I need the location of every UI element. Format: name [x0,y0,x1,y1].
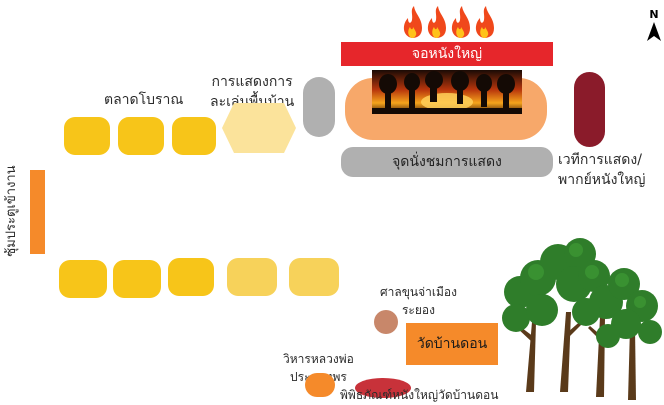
audience-seating: จุดนั่งชมการแสดง [341,147,553,177]
museum-label: พิพิธภัณฑ์หนังใหญ่วัดบ้านดอน [340,388,499,402]
shrine-label: ศาลขุนจ่าเมือง ระยอง [380,283,457,319]
fire-icon [403,6,422,38]
shadow-puppet-image [372,70,522,114]
shrine-line2: ระยอง [401,303,435,317]
market-booth [64,117,110,155]
entrance-label: ซุ้มประตูเข้างาน [4,165,19,257]
market-booth [172,117,216,155]
stage-line2: พากย์หนังใหญ่ [558,172,646,188]
museum-marker [355,378,411,398]
folk-line1: การแสดงการ [211,74,293,90]
market-label: ตลาดโบราณ [104,92,184,108]
shrine-line1: ศาลขุนจ่าเมือง [380,285,457,299]
market-booth [113,260,161,298]
temple-building: วัดบ้านดอน [406,323,498,365]
side-pill-grey [303,77,335,137]
market-booth [59,260,107,298]
shrine-marker [374,310,398,334]
fire-icon [451,6,470,38]
north-indicator: N [646,8,662,47]
screen-bar: จอหนังใหญ่ [341,42,553,66]
fire-icon [475,6,494,38]
tree-cluster-icon [502,238,662,400]
vihara-line1: วิหารหลวงพ่อ [283,352,354,366]
market-booth [168,258,214,296]
market-booth [227,258,277,296]
performance-stage [574,72,605,147]
vihara-marker [305,373,335,397]
entrance-gate [30,170,45,254]
stage-line1: เวทีการแสดง/ [558,152,642,168]
fire-icon [427,6,446,38]
market-booth [118,117,164,155]
fire-icons [403,6,494,38]
folk-performance-area [222,103,296,153]
north-arrow-icon [647,22,661,41]
market-booth [289,258,339,296]
performance-stage-label: เวทีการแสดง/ พากย์หนังใหญ่ [558,150,645,190]
north-label: N [649,8,659,21]
